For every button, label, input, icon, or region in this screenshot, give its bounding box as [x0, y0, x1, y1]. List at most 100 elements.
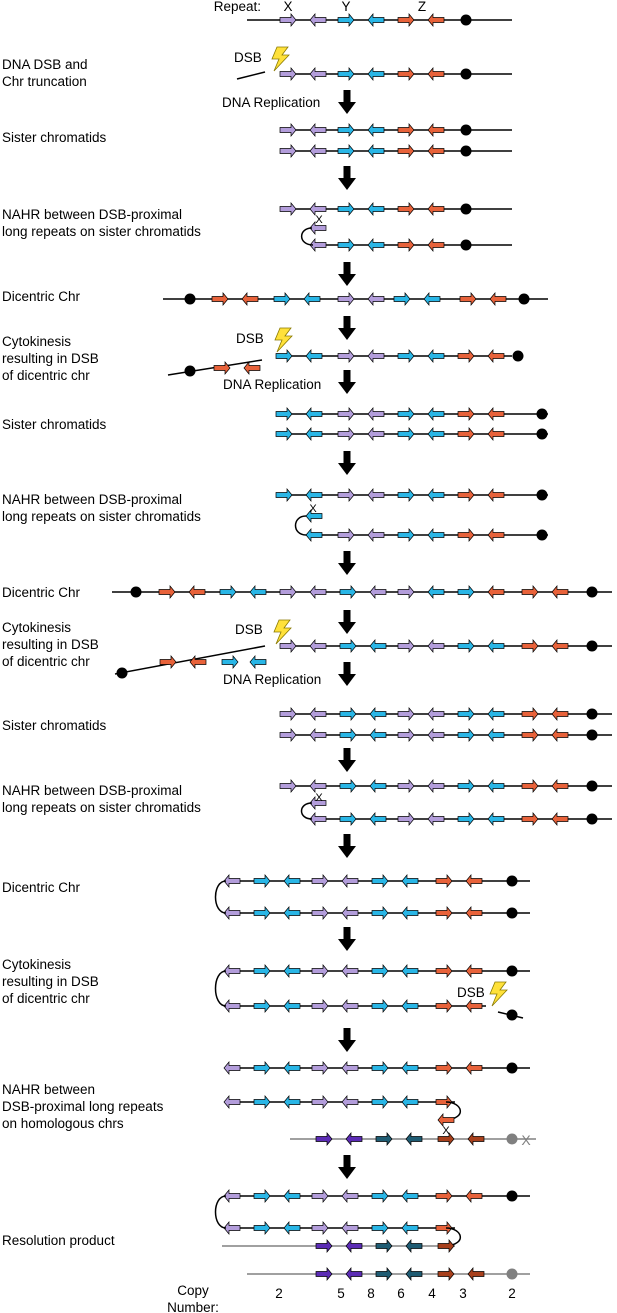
dsb-label: DSB	[235, 622, 263, 637]
repeat-arrow	[341, 1095, 359, 1109]
repeat-arrow	[427, 528, 445, 542]
replication-label: DNA Replication	[223, 377, 321, 392]
centromere-dot	[512, 350, 524, 362]
repeat-arrow	[283, 874, 301, 888]
repeat-arrow	[337, 13, 355, 27]
repeat-arrow	[305, 488, 323, 502]
repeat-arrow	[159, 655, 177, 669]
crossover-mark: X	[442, 1125, 450, 1137]
repeat-arrow	[521, 707, 539, 721]
repeat-arrow	[437, 1132, 455, 1146]
repeat-arrow	[397, 639, 415, 653]
repeat-arrow	[223, 1061, 241, 1075]
centromere-dot	[460, 145, 472, 157]
repeat-arrow	[367, 488, 385, 502]
repeat-arrow	[311, 1061, 329, 1075]
centromere-dot	[506, 875, 518, 887]
down-arrow-icon	[338, 610, 356, 634]
lightning-bolt-icon	[274, 327, 293, 353]
repeat-arrow	[397, 407, 415, 421]
repeat-arrow	[521, 779, 539, 793]
repeat-arrow	[397, 812, 415, 826]
repeat-arrow	[337, 292, 355, 306]
repeat-arrow	[371, 1221, 389, 1235]
repeat-arrow	[339, 707, 357, 721]
repeat-arrow	[369, 707, 387, 721]
repeat-arrow	[253, 964, 271, 978]
repeat-arrow	[435, 1189, 453, 1203]
repeat-arrow	[427, 488, 445, 502]
centromere-dot	[586, 640, 598, 652]
repeat-arrow	[249, 655, 267, 669]
repeat-arrow	[487, 349, 505, 363]
repeat-arrow	[337, 349, 355, 363]
repeat-arrow	[427, 238, 445, 252]
centromere-dot	[130, 586, 142, 598]
repeat-arrow	[397, 488, 415, 502]
repeat-arrow	[397, 585, 415, 599]
repeat-arrow	[309, 67, 327, 81]
crossover-mark: X	[521, 1132, 531, 1148]
repeat-arrow	[367, 528, 385, 542]
repeat-arrow	[401, 999, 419, 1013]
copy-number-value: 3	[459, 1286, 467, 1301]
repeat-arrow	[427, 427, 445, 441]
dsb-label: DSB	[234, 50, 262, 65]
repeat-arrow	[283, 999, 301, 1013]
crossover-mark: X	[309, 503, 317, 515]
lightning-bolt-icon	[489, 981, 508, 1007]
repeat-arrow	[551, 779, 569, 793]
repeat-arrow	[189, 655, 207, 669]
centromere-dot	[460, 14, 472, 26]
repeat-arrow	[339, 812, 357, 826]
repeat-arrow	[158, 585, 176, 599]
repeat-arrow	[371, 999, 389, 1013]
repeat-arrow	[339, 728, 357, 742]
repeat-arrow	[393, 292, 411, 306]
recombination-loop	[300, 227, 314, 246]
repeat-arrow	[275, 349, 293, 363]
repeat-arrow	[397, 123, 415, 137]
down-arrow-icon	[338, 370, 356, 394]
recombination-loop	[214, 970, 227, 1007]
repeat-arrow	[397, 728, 415, 742]
repeat-arrow	[275, 407, 293, 421]
repeat-arrow	[309, 585, 327, 599]
repeat-arrow	[487, 488, 505, 502]
repeat-arrow	[341, 964, 359, 978]
repeat-arrow	[283, 1189, 301, 1203]
step-label: Sister chromatids	[2, 417, 107, 432]
centromere-dot	[506, 1009, 518, 1021]
repeat-arrow	[405, 1239, 423, 1253]
repeat-arrow	[457, 488, 475, 502]
repeat-arrow	[241, 292, 259, 306]
repeat-arrow	[367, 144, 385, 158]
repeat-arrow	[397, 707, 415, 721]
repeat-arrow	[341, 874, 359, 888]
repeat-arrow	[551, 707, 569, 721]
repeat-arrow	[309, 144, 327, 158]
repeat-arrow	[487, 639, 505, 653]
down-arrow-icon	[338, 927, 356, 951]
repeat-arrow	[337, 407, 355, 421]
repeat-arrow	[457, 812, 475, 826]
repeat-y-label: Y	[341, 0, 350, 14]
centromere-dot	[586, 729, 598, 741]
repeat-arrow	[253, 999, 271, 1013]
repeat-arrow	[279, 144, 297, 158]
repeat-arrow	[309, 796, 327, 810]
repeat-arrow	[253, 1095, 271, 1109]
repeat-arrow	[311, 964, 329, 978]
repeat-arrow	[315, 1239, 333, 1253]
repeat-arrow	[457, 707, 475, 721]
repeat-arrow	[371, 874, 389, 888]
centromere-dot	[586, 586, 598, 598]
repeat-arrow	[283, 1061, 301, 1075]
repeat-arrow	[427, 13, 445, 27]
copy-number-value: 8	[367, 1286, 375, 1301]
repeat-arrow	[283, 906, 301, 920]
repeat-arrow	[311, 906, 329, 920]
repeat-arrow	[305, 509, 323, 523]
